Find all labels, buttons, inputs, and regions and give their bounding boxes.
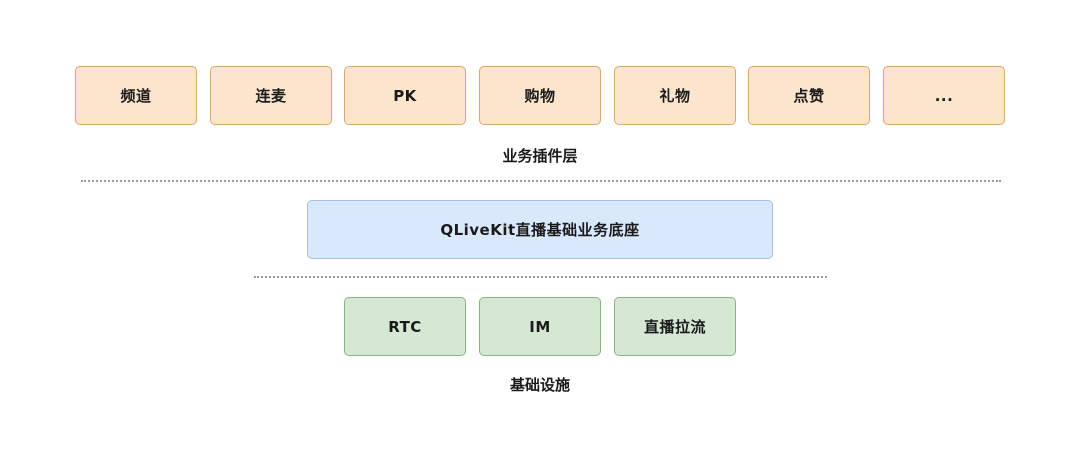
plugin-box-more: ... (883, 66, 1005, 125)
plugin-box-channel: 频道 (75, 66, 197, 125)
infra-box-im: IM (479, 297, 601, 356)
core-platform-box: QLiveKit直播基础业务底座 (307, 200, 773, 259)
plugin-layer-label: 业务插件层 (502, 147, 578, 165)
plugin-box-like: 点赞 (748, 66, 870, 125)
plugin-box-gift: 礼物 (614, 66, 736, 125)
infra-box-rtc: RTC (344, 297, 466, 356)
core-infra-divider (254, 276, 827, 278)
plugin-box-co-host: 连麦 (210, 66, 332, 125)
plugin-core-divider (81, 180, 1001, 182)
plugin-box-pk: PK (344, 66, 466, 125)
infrastructure-layer-label: 基础设施 (509, 376, 570, 394)
infra-box-stream-pull: 直播拉流 (614, 297, 736, 356)
plugin-box-shopping: 购物 (479, 66, 601, 125)
